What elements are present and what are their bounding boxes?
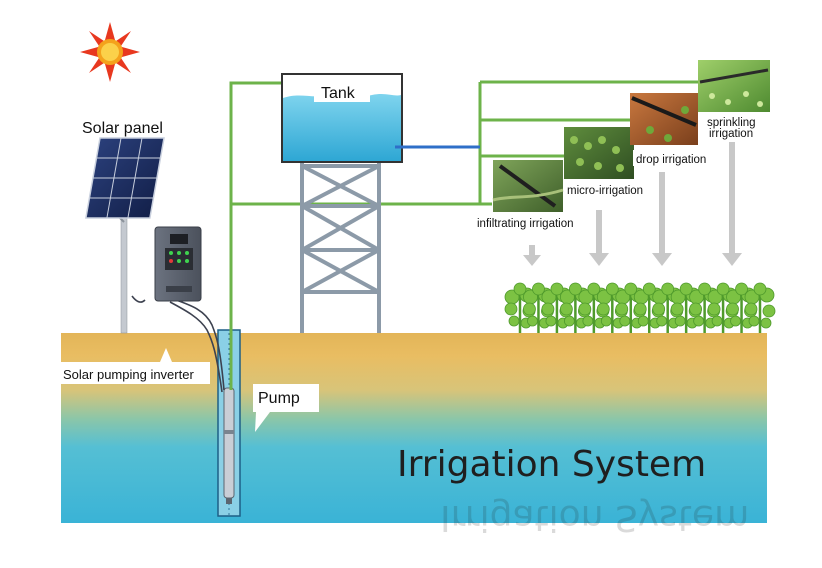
arrow-sprinkling bbox=[722, 142, 742, 266]
label-inverter: Solar pumping inverter bbox=[63, 367, 194, 382]
label-pump: Pump bbox=[258, 390, 300, 407]
tank-label-bg bbox=[314, 82, 370, 102]
inverter-callout bbox=[60, 348, 210, 384]
inverter-cable bbox=[131, 295, 225, 393]
label-sprinkling-line2: irrigation bbox=[709, 128, 753, 140]
pipe-network bbox=[229, 80, 700, 390]
photo-sprinkling-irrigation bbox=[698, 60, 770, 112]
diagram-title-reflection: Irrigation System bbox=[440, 497, 749, 538]
label-solar-panel: Solar panel bbox=[82, 120, 163, 137]
irrigation-arrows bbox=[523, 142, 742, 266]
plant-row bbox=[504, 282, 776, 333]
label-tank: Tank bbox=[321, 85, 356, 102]
tank-tower bbox=[300, 160, 381, 333]
arrow-micro bbox=[589, 210, 609, 266]
diagram-title: Irrigation System bbox=[397, 444, 706, 485]
label-drop-irrigation: drop irrigation bbox=[636, 154, 706, 166]
label-sprinkling-line1: sprinkling bbox=[707, 117, 756, 129]
photo-micro-irrigation bbox=[564, 127, 634, 179]
label-infiltrating-irrigation: infiltrating irrigation bbox=[477, 218, 574, 230]
arrow-infiltrating bbox=[523, 245, 541, 266]
title-reflection: Irrigation System bbox=[440, 497, 749, 538]
plant-icon bbox=[707, 282, 739, 333]
sun-icon bbox=[80, 22, 140, 82]
submersible-pump bbox=[223, 387, 235, 504]
photo-drop-irrigation bbox=[630, 93, 698, 145]
plant-icon bbox=[744, 282, 776, 333]
solar-panel bbox=[85, 137, 165, 334]
label-micro-irrigation: micro-irrigation bbox=[567, 185, 643, 197]
solar-pumping-inverter bbox=[154, 226, 202, 302]
photo-infiltrating-irrigation bbox=[492, 160, 564, 212]
arrow-drop bbox=[652, 172, 672, 266]
pump-callout bbox=[253, 384, 319, 432]
irrigation-label-bgs bbox=[474, 150, 715, 230]
